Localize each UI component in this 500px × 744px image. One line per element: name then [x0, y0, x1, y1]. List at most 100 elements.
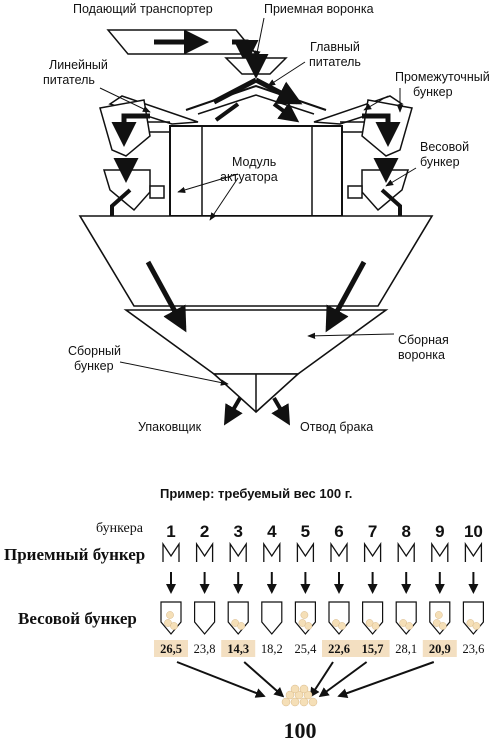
- combination-example: Пример: требуемый вес 100 г. бункера При…: [4, 486, 484, 743]
- grain-pile: [281, 684, 318, 707]
- grain-dot: [281, 697, 291, 707]
- weight-value: 14,3: [227, 642, 249, 656]
- hopper-column: 223,8: [194, 522, 216, 656]
- reject-arrow: [271, 396, 291, 426]
- infeed-hopper-icon: [296, 541, 315, 562]
- grain-dot: [285, 690, 295, 700]
- grain-dot: [371, 622, 380, 630]
- grain-dot: [303, 690, 313, 700]
- grain-dot: [290, 684, 300, 694]
- label-pool-hopper-1: Промежуточный: [395, 70, 490, 84]
- hopper-number: 7: [368, 522, 377, 541]
- selected-weight-highlight: [154, 640, 188, 657]
- label-collating-funnel-2: воронка: [398, 348, 445, 362]
- hopper-number: 10: [464, 522, 483, 541]
- grain-dot: [405, 622, 414, 630]
- weigh-hopper-icon: [362, 601, 384, 635]
- weigh-hopper-icon: [462, 601, 484, 635]
- packer-arrow: [223, 396, 243, 426]
- hopper-column: 828,1: [395, 522, 417, 656]
- weight-value: 18,2: [261, 642, 283, 656]
- grain-dot: [170, 622, 178, 630]
- hopper-column: 525,4: [294, 522, 317, 656]
- grain-dot: [299, 697, 309, 707]
- selected-weight-highlight: [355, 640, 390, 657]
- hopper-number: 2: [200, 522, 209, 541]
- hopper-column: 920,9: [422, 522, 457, 657]
- infeed-hopper-icon: [464, 541, 483, 562]
- weigh-hopper-icon: [328, 601, 350, 635]
- hopper-column: 622,6: [322, 522, 356, 657]
- row-label-weigh-hopper: Весовой бункер: [18, 609, 137, 628]
- infeed-hopper-icon: [397, 541, 415, 562]
- hopper-column: 10 23,6: [462, 522, 484, 656]
- combination-arrow: [337, 661, 435, 699]
- weight-value: 25,4: [294, 642, 317, 656]
- label-collating-funnel-1: Сборная: [398, 333, 449, 347]
- combination-arrow: [318, 661, 368, 698]
- weight-value: 20,9: [429, 642, 451, 656]
- main-feeder: [185, 84, 327, 111]
- row-label-hopper-numbers: бункера: [96, 521, 144, 536]
- infeed-hopper-icon: [195, 541, 214, 562]
- label-collating-hopper-1: Сборный: [68, 344, 121, 358]
- grain-dot: [438, 622, 447, 630]
- leader-lines: [99, 17, 417, 386]
- label-pool-hopper-2: бункер: [413, 85, 453, 99]
- collating-funnel: [123, 309, 389, 375]
- infeed-hopper-icon: [363, 541, 382, 562]
- weight-value: 23,8: [194, 642, 216, 656]
- infeed-hopper-icon: [229, 541, 247, 562]
- selected-weight-highlight: [422, 640, 457, 657]
- combination-arrow: [309, 661, 334, 698]
- grain-dot: [308, 697, 318, 707]
- grain-dot: [290, 697, 300, 707]
- weight-value: 28,1: [395, 642, 417, 656]
- weigh-hopper-icon: [194, 601, 216, 635]
- weigh-hopper-icon: [261, 601, 283, 635]
- grain-dot: [300, 611, 309, 619]
- hopper-number: 8: [401, 522, 410, 541]
- infeed-hopper-icon: [162, 541, 180, 562]
- hopper-number: 3: [233, 522, 242, 541]
- schematic-labels: Подающий транспортер Приемная воронка Гл…: [43, 2, 490, 434]
- label-collating-hopper-2: бункер: [74, 359, 114, 373]
- grain-dot: [434, 611, 443, 619]
- example-title: Пример: требуемый вес 100 г.: [160, 486, 352, 501]
- label-actuator-module-2: актуатора: [220, 170, 278, 184]
- label-feeder-conveyor: Подающий транспортер: [73, 2, 213, 16]
- hopper-column: 418,2: [261, 522, 283, 656]
- grain-dot: [299, 684, 309, 694]
- weight-value: 15,7: [362, 642, 384, 656]
- hopper-number: 9: [435, 522, 444, 541]
- combination-arrow: [243, 661, 285, 698]
- label-weigh-hopper-2: бункер: [420, 155, 460, 169]
- grain-dot: [338, 622, 346, 630]
- weight-value: 26,5: [160, 642, 182, 656]
- grain-dot: [472, 622, 481, 630]
- label-main-feeder-2: питатель: [309, 55, 361, 69]
- hopper-column: 314,3: [221, 522, 256, 657]
- hopper-number: 1: [166, 522, 175, 541]
- selected-weight-highlight: [221, 640, 256, 657]
- label-infeed-funnel: Приемная воронка: [264, 2, 374, 16]
- combination-arrow: [176, 661, 266, 698]
- selected-weight-highlight: [322, 640, 356, 657]
- label-weigh-hopper-1: Весовой: [420, 140, 469, 154]
- grain-dot: [166, 611, 174, 619]
- infeed-hopper-icon: [263, 541, 281, 562]
- hopper-number: 6: [334, 522, 343, 541]
- hopper-number: 5: [301, 522, 310, 541]
- infeed-hopper-icon: [431, 541, 449, 562]
- collating-chute-upper: [78, 215, 434, 307]
- grain-dot: [294, 690, 304, 700]
- weight-value: 23,6: [462, 642, 484, 656]
- hopper-column: 126,5: [154, 522, 188, 657]
- weight-value: 22,6: [328, 642, 350, 656]
- row-label-infeed-hopper: Приемный бункер: [4, 545, 145, 564]
- infeed-hopper-icon: [330, 541, 348, 562]
- label-linear-feeder-1: Линейный: [49, 58, 108, 72]
- label-main-feeder-1: Главный: [310, 40, 360, 54]
- weigh-hopper-icon: [395, 601, 417, 635]
- label-reject: Отвод брака: [300, 420, 373, 434]
